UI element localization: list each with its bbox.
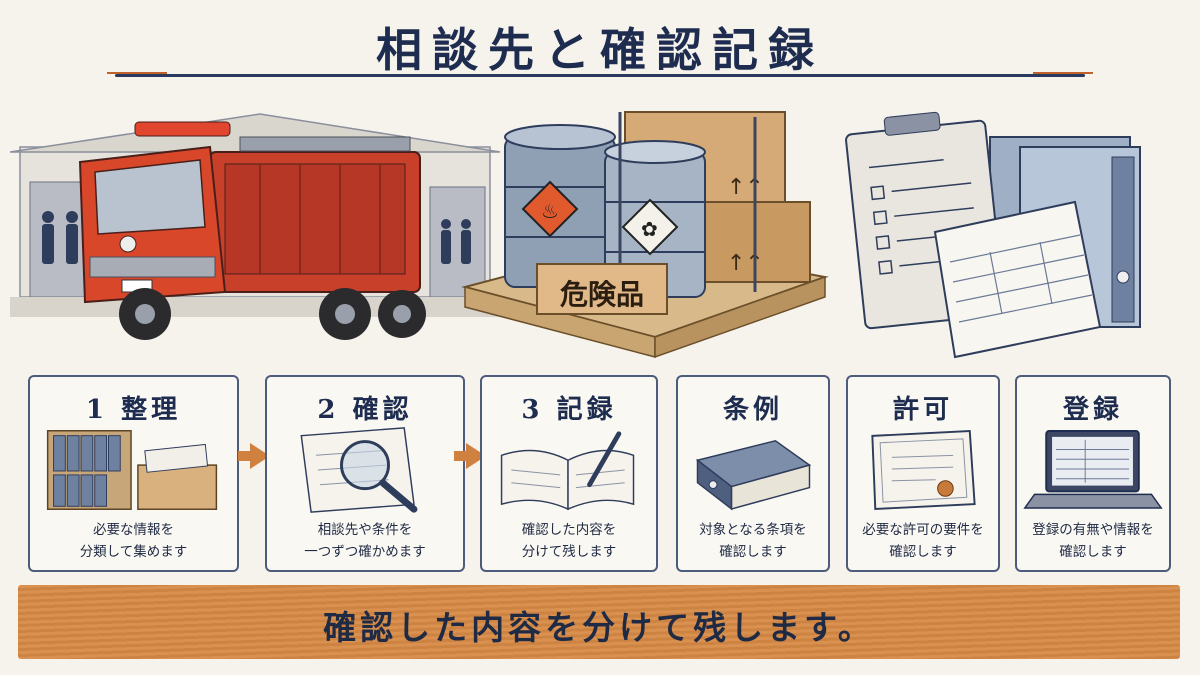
topic-desc-line: 必要な許可の要件を	[862, 522, 984, 538]
svg-text:♨: ♨	[541, 199, 559, 223]
documents-illustration	[845, 111, 1141, 359]
topic-card-permit: 許可 必要な許可の要件を 確認します	[846, 375, 1000, 572]
step-desc-line: 確認した内容を	[521, 522, 617, 538]
topic-desc-line: 確認します	[889, 544, 957, 560]
step-title: 1 整理	[85, 395, 182, 425]
topic-desc-line: 登録の有無や情報を	[1032, 522, 1154, 538]
laptop-registry-icon	[1023, 430, 1163, 509]
ordinance-binder-icon	[695, 439, 812, 511]
topic-desc-line: 対象となる条項を	[699, 522, 807, 538]
svg-text:✿: ✿	[641, 217, 658, 241]
open-notebook-pen-icon	[500, 431, 635, 511]
topic-desc-line: 確認します	[1059, 544, 1127, 560]
svg-text:↑↑: ↑↑	[727, 251, 764, 276]
step-title: 3 記録	[521, 395, 617, 425]
topic-card-registration: 登録 登録の有無や情報を 確認します	[1015, 375, 1171, 572]
step-card-organize: 1 整理 必要な情報を 分類して集めます	[28, 375, 239, 572]
page-title: 相談先と確認記録	[376, 23, 824, 77]
topic-title: 条例	[722, 395, 783, 425]
fire-truck-illustration	[10, 113, 510, 340]
hazardous-goods-illustration: ↑↑ ↑↑ ♨ ✿	[461, 111, 829, 359]
step-card-record: 3 記録 確認した内容を 分けて残します	[480, 375, 658, 572]
binders-and-box-icon	[46, 430, 218, 510]
step-desc-line: 分類して集めます	[79, 544, 188, 560]
step-title: 2 確認	[317, 395, 413, 425]
magnifier-document-icon	[300, 427, 418, 513]
permit-certificate-icon	[871, 430, 976, 510]
step-desc-line: 一つずつ確かめます	[304, 544, 426, 560]
hazard-sign-label: 危険品	[559, 278, 644, 311]
summary-banner-text: 確認した内容を分けて残します。	[323, 608, 875, 647]
summary-banner: 確認した内容を分けて残します。	[18, 585, 1180, 659]
svg-text:↑↑: ↑↑	[727, 175, 764, 200]
title-underline	[107, 72, 1093, 77]
step-desc-line: 分けて残します	[521, 544, 617, 560]
step-desc-line: 必要な情報を	[93, 522, 174, 538]
hero-illustration: ↑↑ ↑↑ ♨ ✿ 危険品	[0, 92, 1200, 362]
step-desc-line: 相談先や条件を	[317, 522, 413, 538]
topic-desc-line: 確認します	[719, 544, 787, 560]
step-card-confirm: 2 確認 相談先や条件を 一つずつ確かめます	[265, 375, 465, 572]
topic-title: 登録	[1062, 395, 1123, 425]
topic-title: 許可	[892, 395, 953, 425]
topic-card-ordinance: 条例 対象となる条項を 確認します	[676, 375, 830, 572]
